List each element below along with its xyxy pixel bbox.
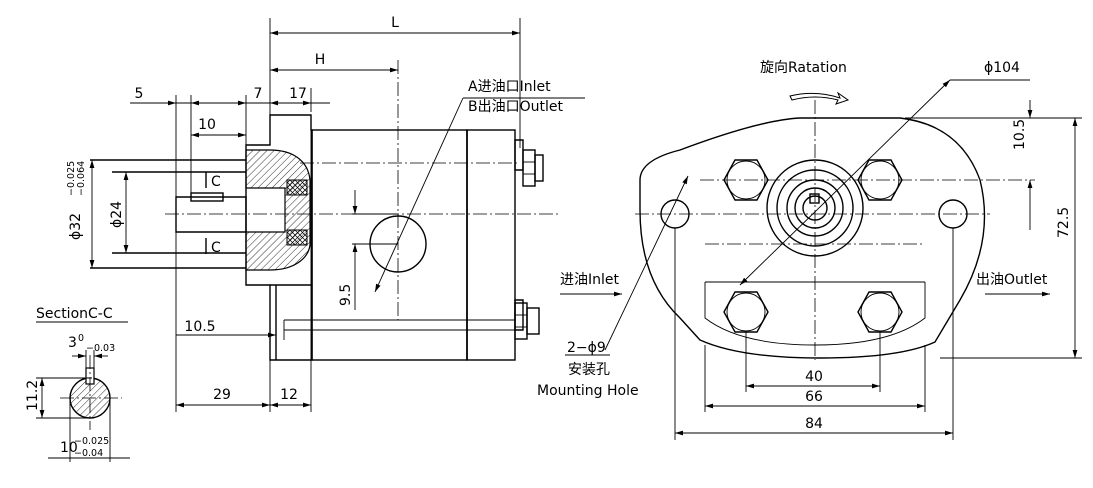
bolt-bottom-left — [723, 291, 769, 333]
key-tol-upper: 0 — [78, 333, 84, 344]
keyway-tol-upper: −0.025 — [74, 436, 109, 447]
front-view: 旋向Ratation — [537, 60, 1082, 440]
section-mark-c-bottom: C — [211, 240, 221, 256]
dim-h-label: H — [315, 52, 326, 68]
dim-10-5-side-label: 10.5 — [184, 319, 215, 335]
section-title: SectionC-C — [36, 306, 113, 322]
bolt-bottom-right — [857, 291, 903, 333]
curved-arrow-icon — [789, 91, 850, 105]
section-c-c: SectionC-C 3 0 −0.03 11.2 10 −0.025 −0.0… — [25, 306, 130, 462]
dia-104-label: ϕ104 — [984, 60, 1020, 76]
dim-17-label: 17 — [289, 86, 307, 102]
dim-l-label: L — [391, 15, 399, 31]
key-tol-lower: −0.03 — [86, 343, 115, 354]
keyway-dim-label: 10 — [60, 440, 78, 456]
side-view: L H 5 7 17 10 — [66, 15, 585, 412]
dim-5-label: 5 — [135, 86, 144, 102]
keyway-tol-lower: −0.04 — [74, 448, 103, 459]
dim-pilot-dia-label: ϕ24 — [109, 201, 125, 228]
mounting-hole-en: Mounting Hole — [537, 383, 639, 399]
port-b-label: B出油口Outlet — [468, 99, 563, 115]
inlet-label: 进油Inlet — [560, 272, 620, 288]
dim-84-label: 84 — [805, 416, 823, 432]
dim-72-5-label: 72.5 — [1056, 207, 1072, 238]
dim-9-5-label: 9.5 — [338, 284, 354, 306]
port-a-label: A进油口Inlet — [468, 79, 551, 95]
dim-shaft-tol-lower: −0.064 — [76, 161, 87, 196]
mounting-hole-cn: 安装孔 — [568, 362, 610, 378]
dim-66-label: 66 — [805, 389, 823, 405]
dim-10-label: 10 — [198, 117, 216, 133]
key-width-label: 3 — [68, 335, 77, 351]
dim-shaft-tol-upper: −0.025 — [66, 161, 77, 196]
dim-12-label: 12 — [280, 387, 298, 403]
dim-29-label: 29 — [213, 387, 231, 403]
dim-10-5-front-label: 10.5 — [1012, 119, 1028, 150]
height-dim-label: 11.2 — [25, 380, 41, 411]
mounting-holes-label: 2−ϕ9 — [567, 340, 606, 356]
dim-40-label: 40 — [805, 369, 823, 385]
rotation-label: 旋向Ratation — [760, 60, 847, 76]
outlet-label: 出油Outlet — [976, 272, 1048, 288]
section-mark-c-top: C — [211, 174, 221, 190]
dim-shaft-dia-label: ϕ32 — [68, 213, 84, 240]
dim-7-label: 7 — [254, 86, 263, 102]
